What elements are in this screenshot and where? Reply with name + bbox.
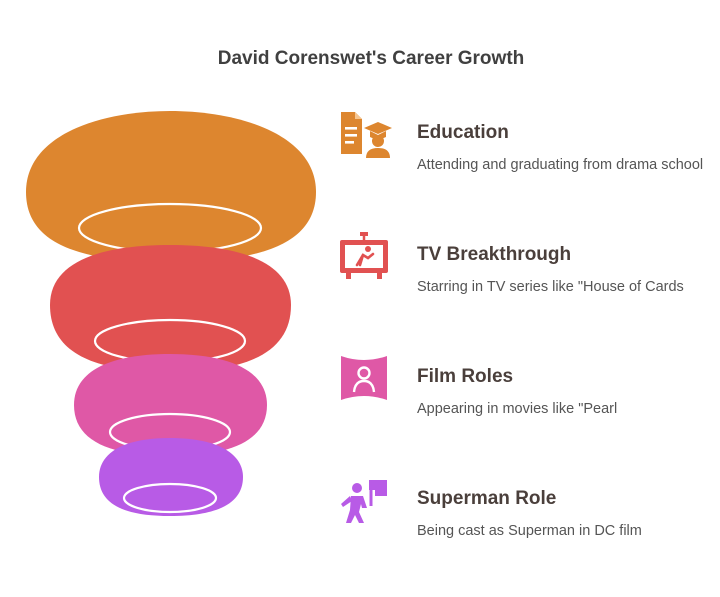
- funnel-layer-superman-role: [99, 438, 243, 516]
- funnel-layer-education: [26, 111, 316, 262]
- stage-description: Being cast as Superman in DC film: [417, 523, 642, 539]
- funnel-layer-tv-breakthrough: [50, 245, 291, 372]
- graduation-document-icon: [341, 112, 392, 158]
- stage-heading: Education: [417, 122, 509, 143]
- funnel-graphic: [26, 111, 316, 516]
- stage-heading: TV Breakthrough: [417, 244, 572, 265]
- hero-flag-icon: [341, 480, 387, 523]
- stage-description: Appearing in movies like "Pearl: [417, 401, 618, 417]
- stage-heading: Superman Role: [417, 488, 557, 509]
- diagram-title: David Corenswet's Career Growth: [217, 48, 525, 69]
- stage-heading: Film Roles: [417, 366, 514, 387]
- stage-description: Starring in TV series like "House of Car…: [417, 279, 684, 295]
- cinema-screen-person-icon: [341, 356, 387, 400]
- stage-description: Attending and graduating from drama scho…: [417, 157, 704, 173]
- tv-screen-icon: [340, 232, 388, 279]
